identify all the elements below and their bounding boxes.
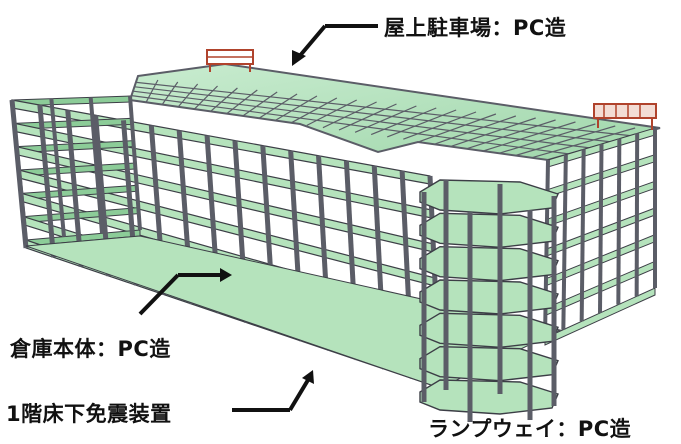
side-column bbox=[10, 99, 28, 241]
side-column bbox=[49, 98, 66, 237]
roof-girder bbox=[131, 95, 570, 155]
roof-beam bbox=[322, 101, 377, 129]
roof-beam bbox=[483, 121, 576, 152]
side-column bbox=[88, 97, 104, 234]
roof-beam bbox=[370, 107, 437, 136]
roof-beam bbox=[258, 93, 298, 119]
roof-beam-grid bbox=[131, 79, 636, 159]
callout-arrow-roof bbox=[292, 24, 378, 66]
roof-girder bbox=[133, 90, 591, 149]
roof-beam bbox=[226, 89, 258, 115]
ramp-slab bbox=[419, 245, 559, 282]
roof-beam bbox=[274, 95, 318, 122]
roof-beam bbox=[531, 127, 636, 159]
roof-beam bbox=[467, 119, 556, 150]
roof-stair-cage-left bbox=[206, 49, 254, 72]
rear-wing-column bbox=[561, 154, 568, 330]
ramp-slab bbox=[419, 379, 559, 415]
rear-wing-frame bbox=[543, 127, 657, 346]
roof-beam bbox=[451, 117, 536, 147]
roof-beam bbox=[403, 111, 477, 140]
ramp-slab bbox=[419, 345, 559, 382]
roof-beam bbox=[242, 91, 278, 117]
roof-beam bbox=[354, 105, 417, 133]
callout-arrow-isolation bbox=[232, 370, 314, 412]
rear-wing-column bbox=[616, 138, 622, 305]
roof-beam bbox=[193, 85, 218, 110]
ramp-slab bbox=[419, 179, 559, 215]
column bbox=[37, 104, 57, 258]
roof-parking-label: 屋上駐車場：PC造 bbox=[384, 16, 567, 40]
ramp-slab bbox=[419, 312, 559, 349]
roof-beam bbox=[145, 79, 159, 103]
roof-beam bbox=[435, 115, 517, 145]
roof-beam bbox=[387, 109, 457, 138]
warehouse-body-label: 倉庫本体：PC造 bbox=[10, 337, 171, 361]
ramp-slab bbox=[419, 279, 559, 315]
roof-beam bbox=[515, 125, 616, 156]
roof-beam bbox=[419, 113, 497, 143]
callout-arrow-body bbox=[138, 268, 232, 316]
roof-stair-cage-right bbox=[593, 103, 657, 130]
roof-girder bbox=[136, 81, 634, 137]
roof-beam bbox=[290, 97, 338, 124]
roof-slab bbox=[128, 62, 661, 162]
roof-beam bbox=[177, 83, 199, 108]
rampway-tower bbox=[419, 179, 559, 422]
roof-girder bbox=[134, 86, 613, 143]
side-column bbox=[128, 95, 142, 231]
roof-beam bbox=[161, 81, 179, 105]
roof-beam bbox=[209, 87, 238, 112]
roof-beam bbox=[338, 103, 397, 131]
seismic-isolation-label: 1階床下免震装置 bbox=[6, 402, 172, 426]
roof-beam bbox=[499, 123, 596, 154]
rear-wing-column bbox=[579, 149, 586, 322]
rampway-label: ランプウェイ：PC造 bbox=[428, 417, 632, 441]
rear-wing-column bbox=[598, 143, 604, 314]
column bbox=[65, 109, 84, 267]
rear-wing-column bbox=[634, 133, 640, 297]
roof-beam bbox=[306, 99, 358, 126]
ramp-slab bbox=[419, 212, 559, 249]
